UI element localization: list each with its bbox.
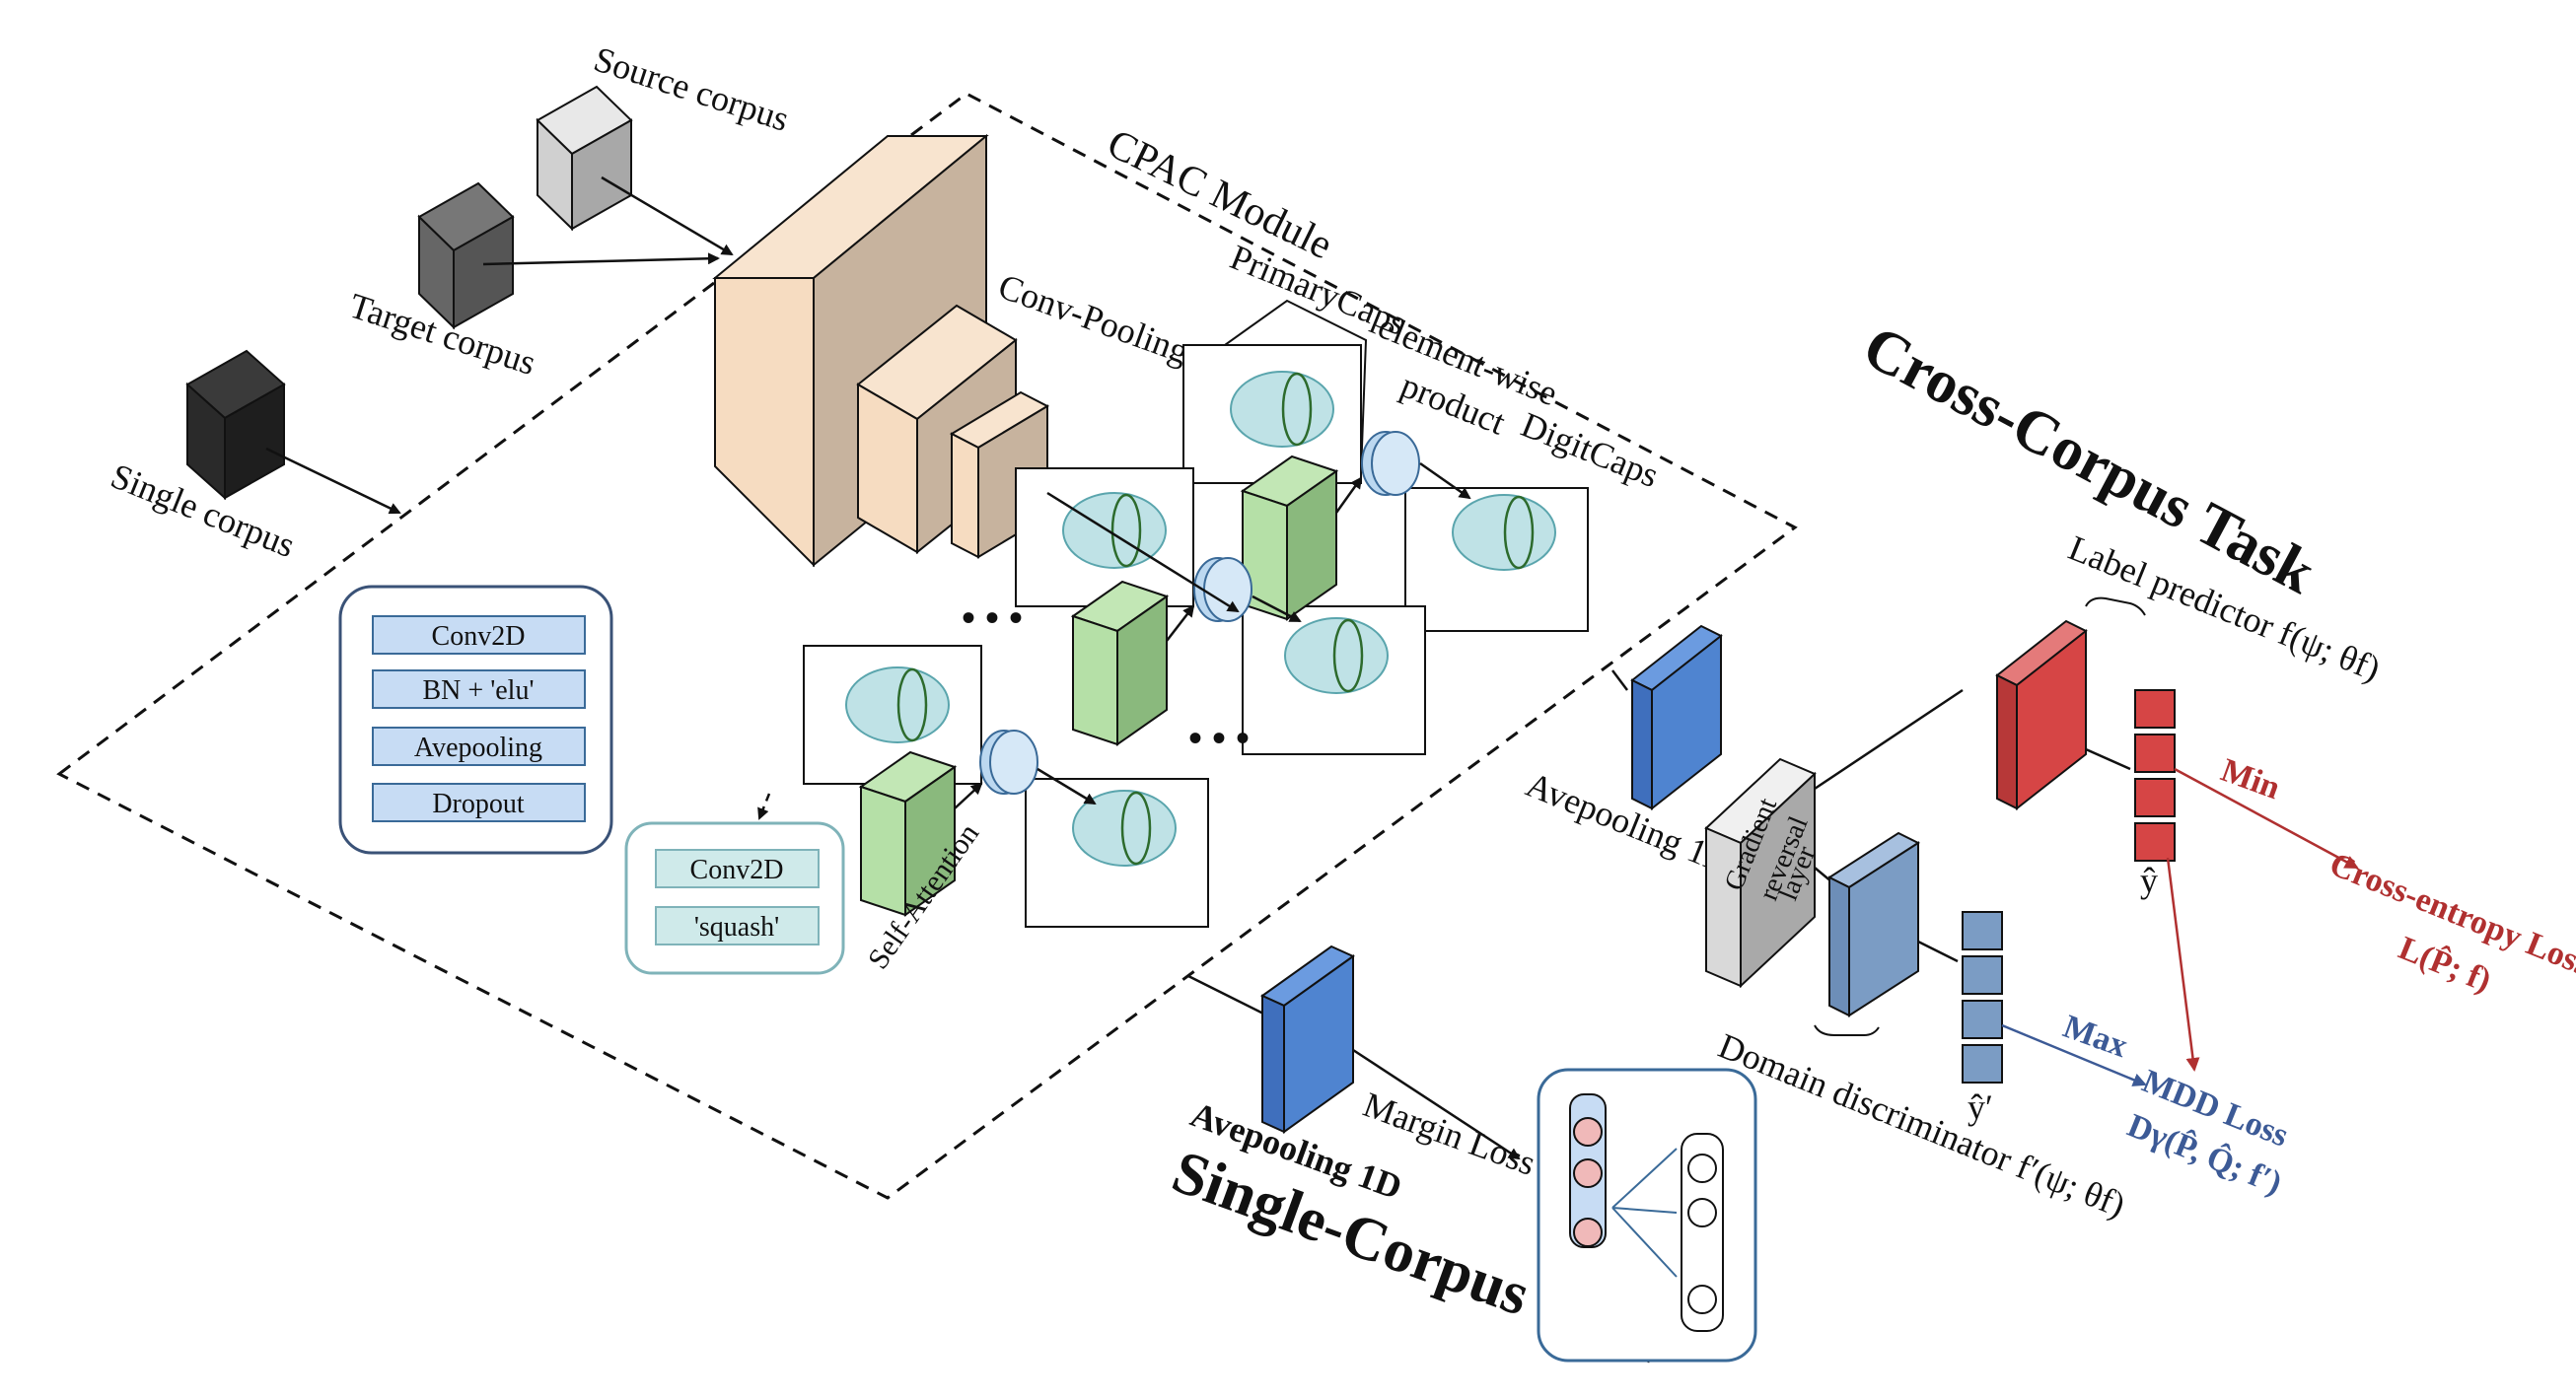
gradient-reversal-layer bbox=[1704, 757, 1817, 989]
y-hat-to-mdd-arrow bbox=[2166, 857, 2200, 1072]
max-label: Max bbox=[2058, 1009, 2132, 1065]
primarycaps-box-mid bbox=[1015, 467, 1194, 607]
domain-discriminator-block bbox=[1826, 831, 1921, 1017]
label-predictor-block bbox=[1995, 619, 2088, 811]
primarycaps-box-low bbox=[803, 645, 982, 785]
margin-loss-arrow bbox=[1352, 1048, 1521, 1160]
conv-step-4: Dropout bbox=[432, 789, 525, 819]
source-arrow bbox=[601, 175, 734, 256]
y-hat-prime-vector bbox=[1962, 911, 2003, 1084]
y-hat-vector bbox=[2134, 689, 2176, 862]
product-disc-top bbox=[1361, 431, 1420, 496]
cpac-title: CPAC Module bbox=[1101, 121, 1339, 269]
y-hat-prime-label: ŷ′ bbox=[1968, 1087, 1993, 1127]
digitcaps-box-top bbox=[1404, 487, 1589, 632]
target-corpus-cube bbox=[417, 181, 515, 330]
conv-step-1: Conv2D bbox=[432, 621, 526, 652]
to-y-hat-line bbox=[2085, 747, 2131, 771]
caps-step-1: Conv2D bbox=[690, 855, 784, 885]
label-predictor-brace bbox=[2085, 596, 2146, 616]
caps-step-2: 'squash' bbox=[694, 912, 779, 943]
caps-detail-panel: Conv2D 'squash' bbox=[624, 821, 845, 975]
target-arrow bbox=[482, 252, 720, 266]
single-corpus-cube bbox=[185, 349, 286, 501]
conv-step-3: Avepooling bbox=[414, 733, 542, 763]
primarycaps-box-top bbox=[1182, 299, 1368, 484]
product-disc-low bbox=[979, 730, 1038, 795]
to-label-predictor-line bbox=[1814, 688, 1964, 791]
conv-detail-panel: Conv2D BN + 'elu' Avepooling Dropout bbox=[338, 585, 613, 855]
attention-block-mid bbox=[1070, 580, 1170, 746]
discriminator-brace bbox=[1814, 1024, 1880, 1036]
single-arrow bbox=[265, 447, 401, 515]
ellipsis-left: • • • bbox=[962, 595, 1023, 640]
attention-block-low bbox=[858, 750, 958, 917]
digitcaps-label: DigitCaps bbox=[1516, 404, 1664, 495]
domain-discriminator-label: Domain discriminator f′(ψ; θf) bbox=[1713, 1025, 2130, 1225]
ellipsis-right: • • • bbox=[1188, 716, 1250, 760]
single-branch-line bbox=[1187, 974, 1268, 1017]
cpac-connectors bbox=[954, 461, 1471, 809]
margin-loss-output-panel bbox=[1537, 1068, 1757, 1363]
conv-step-2: BN + 'elu' bbox=[423, 675, 535, 706]
min-arrow bbox=[2174, 767, 2359, 870]
happy-face-icon bbox=[1687, 1154, 1717, 1183]
attention-block-top bbox=[1240, 455, 1339, 621]
caps-detail-pointer bbox=[757, 793, 771, 820]
neutral-face-icon bbox=[1687, 1198, 1717, 1227]
digitcaps-box-mid bbox=[1242, 605, 1426, 755]
sad-face-icon bbox=[1687, 1285, 1717, 1314]
cpac-module-region bbox=[56, 92, 1798, 1200]
digitcaps-box-low bbox=[1025, 778, 1209, 928]
cross-avepool-block bbox=[1630, 624, 1723, 811]
conv-pooling-label: Conv-Pooling bbox=[993, 266, 1194, 372]
cross-branch-line bbox=[1611, 669, 1628, 691]
single-avepool-block bbox=[1260, 945, 1355, 1134]
max-arrow bbox=[2001, 1023, 2147, 1086]
source-corpus-cube bbox=[536, 85, 633, 232]
to-y-hat-prime-line bbox=[1917, 940, 1959, 963]
cross-avepool-label: Avepooling 1D bbox=[1521, 764, 1737, 882]
y-hat-label: ŷ bbox=[2140, 861, 2158, 900]
